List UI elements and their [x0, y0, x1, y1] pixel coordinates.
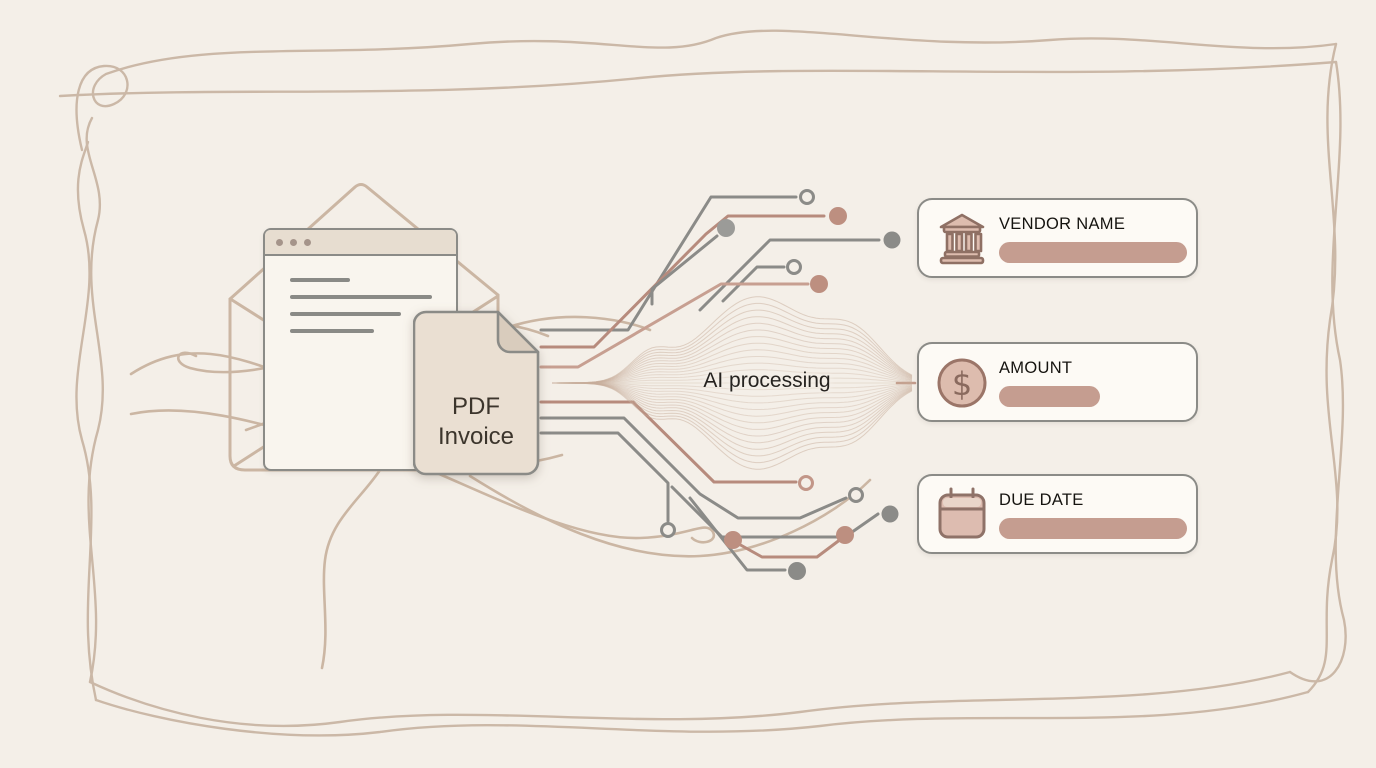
text-line — [290, 329, 374, 333]
amount-card: $ AMOUNT — [917, 342, 1198, 422]
vendor-name-value-pill — [999, 242, 1187, 263]
circuit-traces-top — [539, 195, 881, 369]
amount-value-pill — [999, 386, 1100, 407]
ai-waveform — [552, 296, 913, 470]
pdf-label-line2: Invoice — [438, 423, 514, 450]
amount-label: AMOUNT — [999, 359, 1073, 377]
pdf-invoice-document: PDF Invoice — [413, 310, 540, 476]
circuit-traces-bottom — [539, 381, 917, 572]
due-date-card: DUE DATE — [917, 474, 1198, 554]
window-dot-icon — [290, 238, 297, 246]
email-window-titlebar — [265, 230, 456, 256]
text-line — [290, 278, 350, 282]
window-dot-icon — [304, 238, 311, 246]
circuit-endpoints — [660, 189, 901, 580]
bank-icon — [939, 213, 985, 265]
calendar-icon — [938, 487, 986, 539]
pdf-label-line1: PDF — [452, 393, 500, 420]
svg-text:$: $ — [952, 365, 972, 403]
due-date-value-pill — [999, 518, 1187, 539]
due-date-label: DUE DATE — [999, 491, 1084, 509]
vendor-name-label: VENDOR NAME — [999, 215, 1126, 233]
ai-processing-label: AI processing — [703, 369, 831, 392]
scribble-border — [58, 29, 1347, 737]
text-line — [290, 312, 401, 316]
window-dot-icon — [276, 238, 283, 246]
vendor-name-card: VENDOR NAME — [917, 198, 1198, 278]
dollar-coin-icon: $ — [937, 358, 987, 408]
email-text-lines — [265, 256, 456, 333]
text-line — [290, 295, 432, 299]
